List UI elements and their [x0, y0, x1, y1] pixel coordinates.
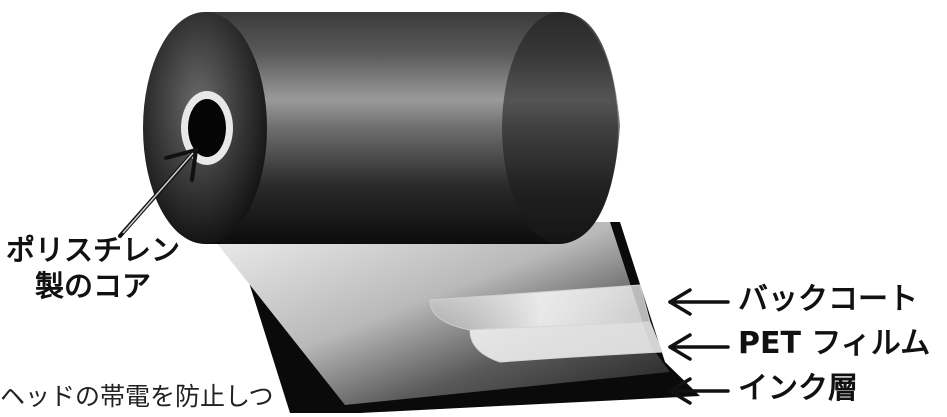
core-hole	[188, 99, 226, 157]
back-coat-label: バックコート	[738, 283, 918, 317]
core-label-line1: ポリスチレン	[6, 232, 180, 268]
pet-film-label: PET フィルム	[738, 327, 930, 361]
roll-end-shade	[502, 12, 618, 244]
left-arrow-icon	[670, 335, 728, 359]
core-label-line2: 製のコア	[6, 268, 180, 304]
caption-text: ヘッドの帯電を防止しつ	[0, 382, 274, 412]
core-label: ポリスチレン 製のコア	[6, 232, 180, 304]
left-arrow-icon	[670, 290, 728, 314]
ink-layer-label: インク層	[738, 372, 858, 406]
